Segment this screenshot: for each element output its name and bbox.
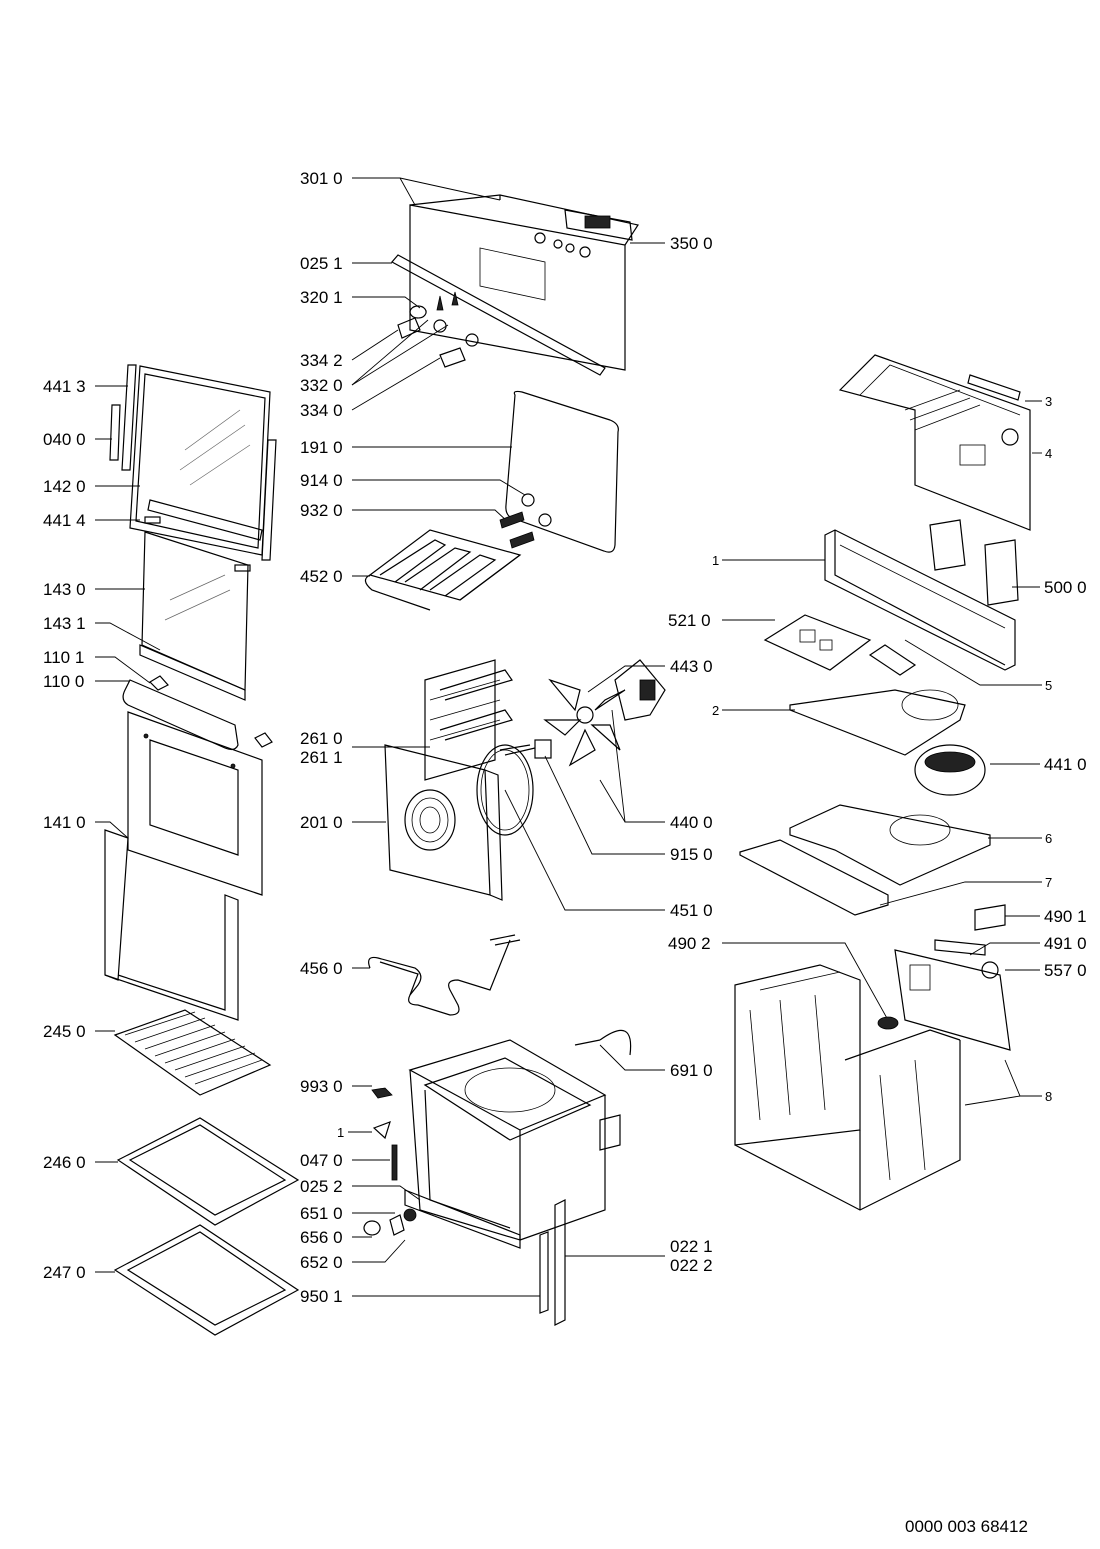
- callout-245-0: 245 0: [43, 1022, 86, 1041]
- bottom-plates: [739, 804, 991, 916]
- baking-tray-1: [116, 1117, 300, 1226]
- callout-456-0: 456 0: [300, 959, 343, 978]
- callout-022-2: 022 2: [670, 1256, 713, 1275]
- leader-lines: [95, 177, 1042, 1297]
- callout-141-0: 141 0: [43, 813, 86, 832]
- callout-557-0: 557 0: [1044, 961, 1087, 980]
- callout-5: 5: [1045, 678, 1053, 693]
- callout-932-0: 932 0: [300, 501, 343, 520]
- door-inner-frame: [109, 364, 277, 572]
- callout-490-2: 490 2: [668, 934, 711, 953]
- callout-7: 7: [1045, 875, 1053, 890]
- callout-025-1: 025 1: [300, 254, 343, 273]
- callout-143-0: 143 0: [43, 580, 86, 599]
- callout-491-0: 491 0: [1044, 934, 1087, 953]
- callout-2: 2: [712, 703, 720, 718]
- callout-914-0: 914 0: [300, 471, 343, 490]
- callout-521-0: 521 0: [668, 611, 711, 630]
- oven-cavity: [404, 1039, 621, 1249]
- control-bracket: [824, 519, 1019, 671]
- callout-993-0: 993 0: [300, 1077, 343, 1096]
- callout-350-0: 350 0: [670, 234, 713, 253]
- callout-047-0: 047 0: [300, 1151, 343, 1170]
- callout-247-0: 247 0: [43, 1263, 86, 1282]
- door-glass-panel: [139, 531, 249, 701]
- callout-440-0: 440 0: [670, 813, 713, 832]
- callout-261-0: 261 0: [300, 729, 343, 748]
- callout-441-3: 441 3: [43, 377, 86, 396]
- callout-191-0: 191 0: [300, 438, 343, 457]
- callout-201-0: 201 0: [300, 813, 343, 832]
- callout-1-bracket: 1: [712, 553, 720, 568]
- callout-443-0: 443 0: [670, 657, 713, 676]
- door-gasket: [505, 390, 619, 553]
- callout-320-1: 320 1: [300, 288, 343, 307]
- small-parts: [363, 1029, 632, 1326]
- callout-246-0: 246 0: [43, 1153, 86, 1172]
- callout-142-0: 142 0: [43, 477, 86, 496]
- circular-heating-element: [476, 744, 536, 836]
- callout-8: 8: [1045, 1089, 1053, 1104]
- callout-022-1: 022 1: [670, 1237, 713, 1256]
- baking-tray-2: [113, 1224, 300, 1336]
- callout-652-0: 652 0: [300, 1253, 343, 1272]
- callout-025-2: 025 2: [300, 1177, 343, 1196]
- callout-651-0: 651 0: [300, 1204, 343, 1223]
- outer-door: [104, 711, 263, 1021]
- callout-1-cavity: 1: [337, 1125, 345, 1140]
- grill-element: [364, 529, 522, 611]
- fan-plate: [789, 689, 986, 796]
- callout-040-0: 040 0: [43, 430, 86, 449]
- callout-451-0: 451 0: [670, 901, 713, 920]
- callout-4: 4: [1045, 446, 1053, 461]
- document-number: 0000 003 68412: [905, 1517, 1028, 1536]
- callout-915-0: 915 0: [670, 845, 713, 864]
- callout-490-1: 490 1: [1044, 907, 1087, 926]
- callout-441-0: 441 0: [1044, 755, 1087, 774]
- callout-691-0: 691 0: [670, 1061, 713, 1080]
- oven-housing: [734, 904, 1011, 1211]
- fan-cover: [384, 744, 503, 901]
- callout-441-4: 441 4: [43, 511, 86, 530]
- wire-rack: [113, 1009, 272, 1096]
- door-handle: [122, 675, 273, 751]
- callout-452-0: 452 0: [300, 567, 343, 586]
- shelf-supports: [424, 659, 513, 781]
- callout-261-1: 261 1: [300, 748, 343, 767]
- fan-and-motor: [534, 659, 666, 767]
- callout-110-0: 110 0: [43, 672, 85, 691]
- bottom-heating-element: [368, 934, 521, 1016]
- callout-6: 6: [1045, 831, 1053, 846]
- top-cover-assembly: [838, 354, 1031, 531]
- callout-332-0: 332 0: [300, 376, 343, 395]
- control-panel-assembly: [391, 194, 639, 376]
- callout-110-1: 110 1: [43, 648, 85, 667]
- screw-bushings: [499, 493, 552, 549]
- callout-3: 3: [1045, 394, 1053, 409]
- callout-950-1: 950 1: [300, 1287, 343, 1306]
- callout-334-2: 334 2: [300, 351, 343, 370]
- callout-143-1: 143 1: [43, 614, 86, 633]
- callout-301-0: 301 0: [300, 169, 343, 188]
- callout-334-0: 334 0: [300, 401, 343, 420]
- control-board: [763, 614, 917, 676]
- callout-656-0: 656 0: [300, 1228, 343, 1247]
- callout-500-0: 500 0: [1044, 578, 1087, 597]
